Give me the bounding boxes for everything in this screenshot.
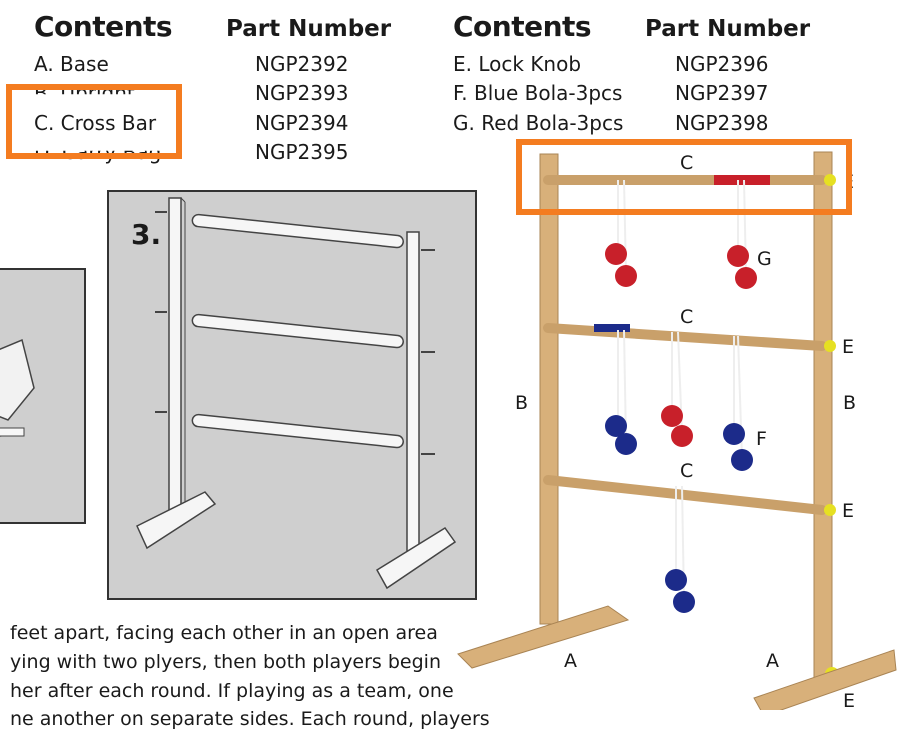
step-2-illustration-panel [0, 268, 86, 524]
label-b-left: B [515, 392, 529, 414]
left-row-part: NGP2392 [255, 52, 349, 76]
instruction-line: her after each round. If playing as a te… [10, 680, 454, 702]
blue-bola [723, 423, 745, 445]
label-b-right: B [843, 392, 857, 414]
label-c-mid: C [680, 306, 694, 328]
blue-bola [665, 569, 687, 591]
red-bola [615, 265, 637, 287]
right-row-item: E. Lock Knob [453, 52, 582, 76]
label-g: G [757, 248, 772, 270]
ladder-assembly-illustration [136, 197, 457, 590]
left-row-part: NGP2395 [255, 140, 349, 164]
left-base-a [457, 605, 630, 669]
right-row-item: F. Blue Bola-3pcs [453, 81, 623, 105]
left-row-part: NGP2394 [255, 111, 349, 135]
base-illustration [0, 338, 35, 437]
instruction-line: ne another on separate sides. Each round… [10, 708, 490, 730]
left-row-item: C. Cross Bar [34, 111, 157, 135]
step-3-illustration-panel: 3. [107, 190, 477, 600]
blue-bola [615, 433, 637, 455]
left-part-number-heading: Part Number [226, 16, 392, 42]
bottom-cross-bar [543, 475, 827, 515]
label-e-bottom: E [843, 690, 856, 712]
lock-knob [824, 504, 836, 516]
right-upright-b [813, 151, 833, 693]
left-upright-b [539, 153, 559, 625]
label-c-top: C [680, 152, 694, 174]
red-bola [671, 425, 693, 447]
label-a-left: A [564, 650, 577, 672]
blue-bola [605, 415, 627, 437]
red-bola [661, 405, 683, 427]
right-row-part: NGP2398 [675, 111, 769, 135]
right-base-a [753, 649, 897, 710]
right-row-part: NGP2396 [675, 52, 769, 76]
label-e-mid: E [842, 336, 855, 358]
label-f: F [756, 428, 767, 450]
top-cross-bar-highlight-box [516, 139, 852, 215]
right-row-part: NGP2397 [675, 81, 769, 105]
right-contents-heading: Contents [453, 10, 592, 43]
red-bola [605, 243, 627, 265]
right-row-item: G. Red Bola-3pcs [453, 111, 624, 135]
left-row-item: A. Base [34, 52, 109, 76]
lock-knob [824, 340, 836, 352]
blue-bola [673, 591, 695, 613]
instruction-line: feet apart, facing each other in an open… [10, 622, 438, 644]
label-c-low: C [680, 460, 694, 482]
red-bola [727, 245, 749, 267]
blue-bola [731, 449, 753, 471]
ladder-game-photo [457, 151, 897, 710]
right-part-number-heading: Part Number [645, 16, 811, 42]
red-bola [735, 267, 757, 289]
cross-bar-highlight-box [6, 84, 182, 159]
instruction-line: ying with two plyers, then both players … [10, 651, 442, 673]
middle-cross-bar [543, 323, 827, 351]
left-row-part: NGP2393 [255, 81, 349, 105]
label-e-low: E [842, 500, 855, 522]
left-contents-heading: Contents [34, 10, 173, 43]
label-a-right: A [766, 650, 779, 672]
lock-knob [824, 174, 836, 186]
step-number: 3. [131, 218, 162, 251]
